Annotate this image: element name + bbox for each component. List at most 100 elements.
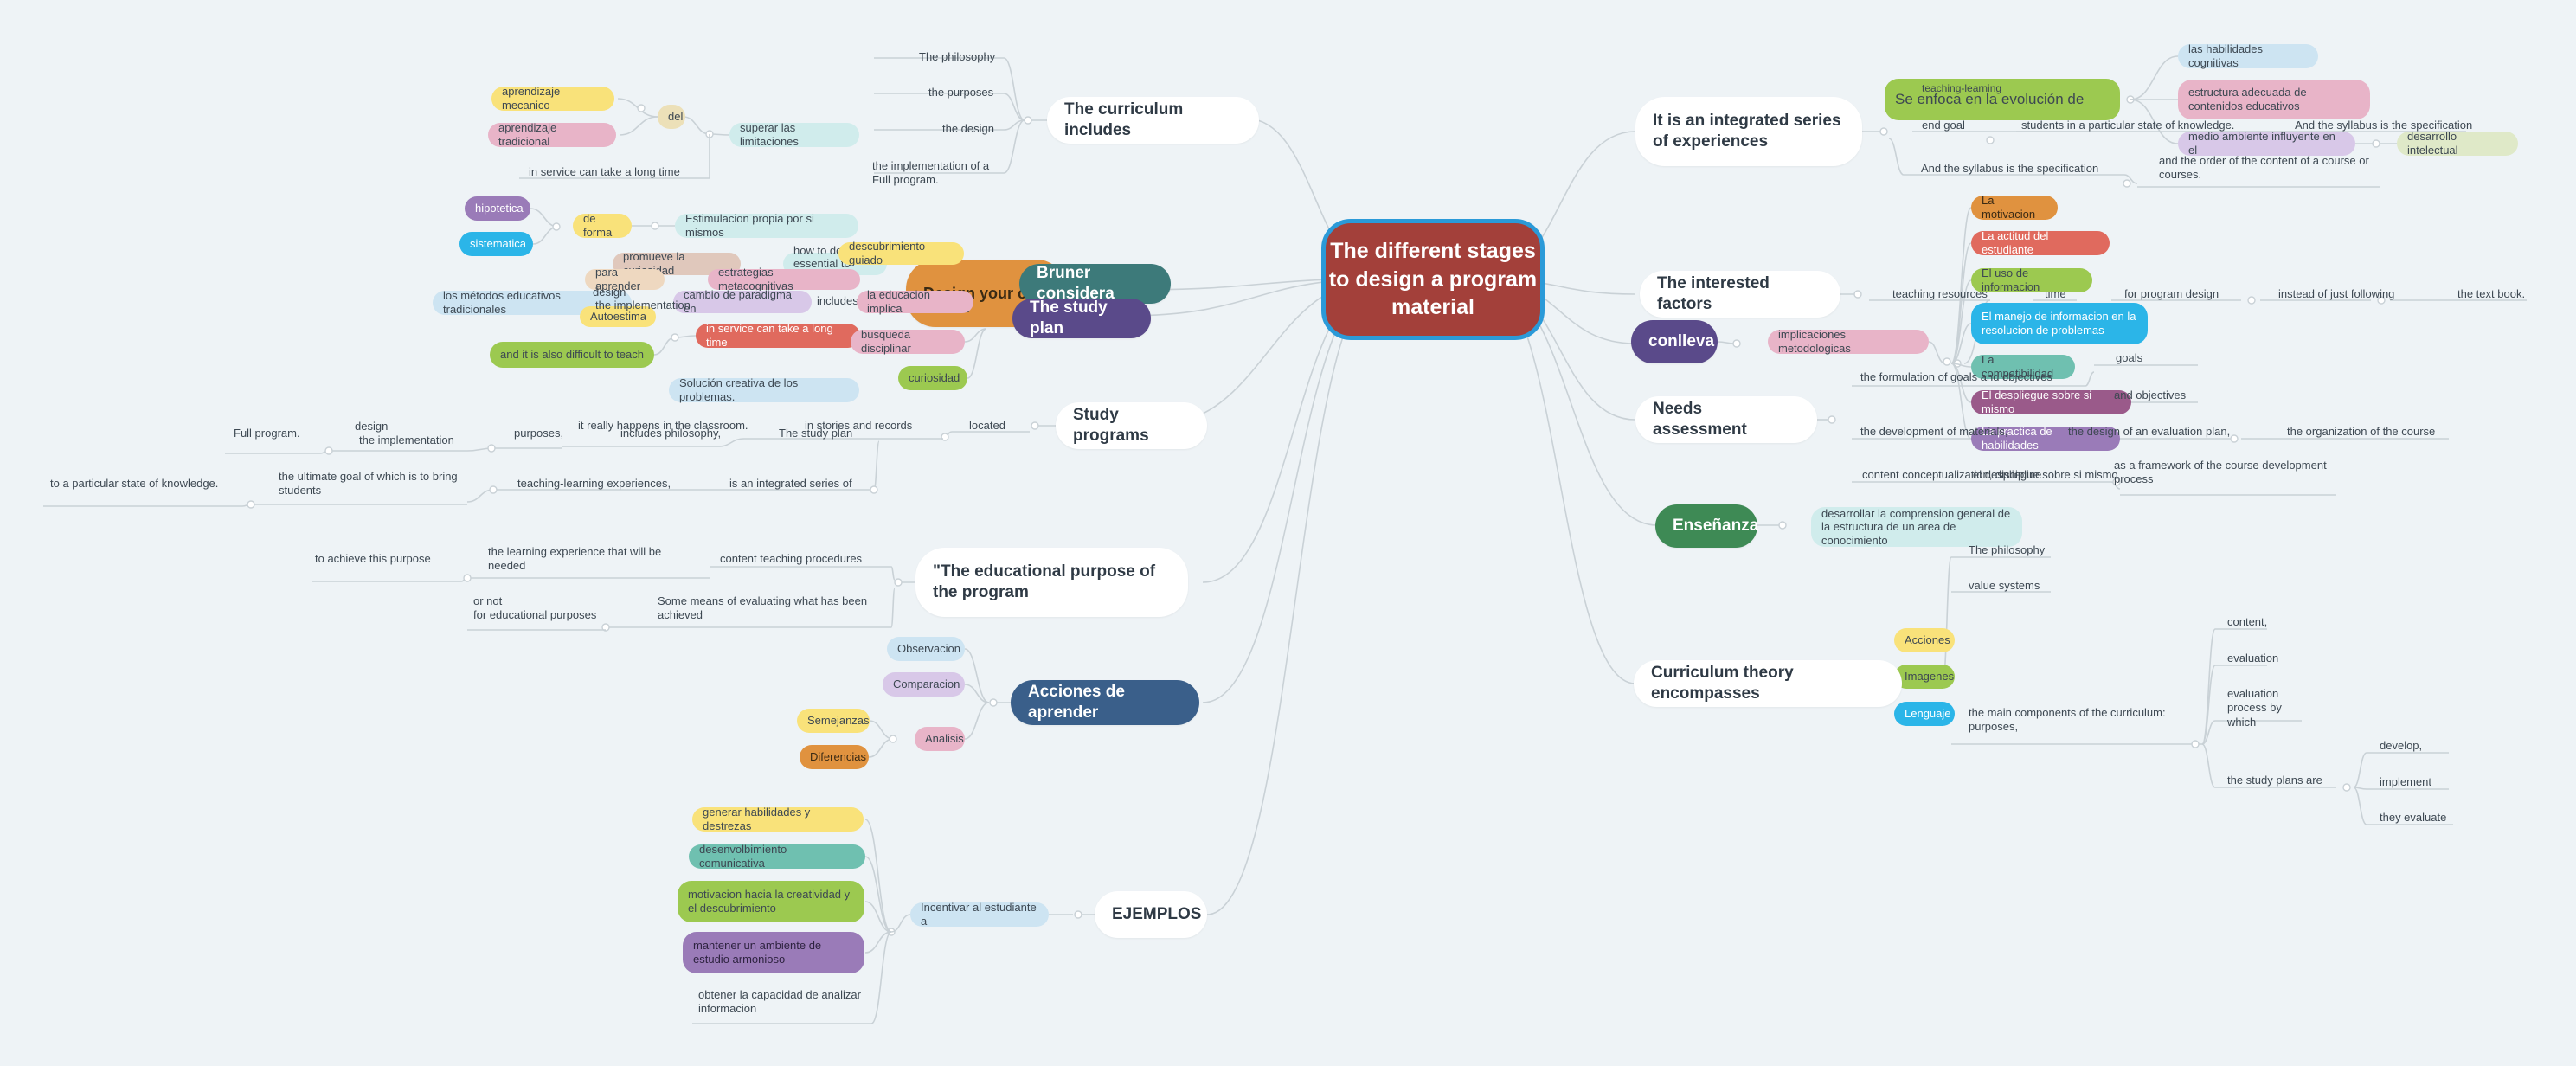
text-purposes[interactable]: purposes, [514,427,564,440]
text-ct-philosophy[interactable]: The philosophy [1969,543,2046,556]
pill-implicaciones[interactable]: implicaciones metodologicas [1768,328,1929,355]
pill-habilidades[interactable]: las habilidades cognitivas [2178,42,2318,69]
text-value-systems[interactable]: value systems [1969,579,2040,592]
curriculum-item-design[interactable]: the design [942,122,994,135]
central-topic[interactable]: The different stages to design a program… [1321,219,1545,340]
pill-estrategias[interactable]: estrategias metacognitivas [708,266,860,292]
text-framework[interactable]: as a framework of the course development… [2114,459,2327,486]
pill-estructura[interactable]: estructura adecuada de contenidos educat… [2178,80,2370,119]
text-content-teaching[interactable]: content teaching procedures [720,552,863,565]
pill-analisis[interactable]: Analisis [915,727,965,751]
text-ultimate-goal[interactable]: the ultimate goal of which is to bring s… [279,470,458,498]
pill-descubrimiento[interactable]: descubrimiento guiado [838,240,964,266]
text-some-means[interactable]: Some means of evaluating what has been a… [658,594,868,622]
pill-aprendizaje-tradicional[interactable]: aprendizaje tradicional [488,121,616,148]
text-teaching-learning[interactable]: teaching-learning experiences, [517,477,671,490]
text-learning-experience[interactable]: the learning experience that will be nee… [488,545,662,573]
pill-autoestima[interactable]: Autoestima [580,306,656,327]
pill-de-forma[interactable]: de forma [573,212,632,239]
pill-manejo[interactable]: El manejo de informacion en la resolucio… [1971,303,2148,344]
pill-hipotetica[interactable]: hipotetica [465,196,530,221]
text-in-service-1[interactable]: in service can take a long time [529,165,680,178]
pill-uso[interactable]: El uso de informacion [1971,266,2092,293]
pill-curiosidad[interactable]: curiosidad [898,366,967,390]
pill-semejanzas[interactable]: Semejanzas [797,709,870,733]
pill-cambio[interactable]: cambio de paradigma en [673,288,812,315]
text-develop[interactable]: develop, [2380,739,2423,752]
topic-acciones-aprender[interactable]: Acciones de aprender [1011,680,1199,725]
pill-motivacion[interactable]: La motivacion [1971,194,2058,221]
pill-and-difficult[interactable]: and it is also difficult to teach [490,342,654,368]
topic-curriculum-includes[interactable]: The curriculum includes [1047,97,1259,144]
text-includes-philosophy[interactable]: includes philosophy, [620,427,722,440]
curriculum-item-implementation[interactable]: the implementation of a Full program. [872,159,990,187]
pill-sistematica[interactable]: sistematica [459,232,533,256]
pill-acciones[interactable]: Acciones [1894,628,1955,652]
text-design[interactable]: design [355,420,389,433]
text-teaching-resources[interactable]: teaching resources [1892,287,1988,300]
text-study-plans[interactable]: the study plans are [2227,774,2322,787]
text-and-objectives[interactable]: and objectives [2114,389,2187,401]
pill-superar[interactable]: superar las limitaciones [729,121,859,148]
text-or-not[interactable]: or not for educational purposes [473,594,597,622]
text-integrated[interactable]: is an integrated series of [729,477,852,490]
text-goals[interactable]: goals [2116,351,2143,364]
pill-busqueda[interactable]: busqueda disciplinar [851,328,965,355]
topic-educational-purpose[interactable]: "The educational purpose of the program [915,548,1188,617]
pill-actitud[interactable]: La actitud del estudiante [1971,229,2110,256]
pill-diferencias[interactable]: Diferencias [800,745,869,769]
text-evaluation[interactable]: evaluation [2227,652,2279,665]
topic-ejemplos[interactable]: EJEMPLOS [1095,891,1207,938]
text-for-program-design[interactable]: for program design [2124,287,2219,300]
pill-desarrollo[interactable]: desarrollo intelectual [2397,130,2518,157]
text-syllabus-1[interactable]: And the syllabus is the specification [2295,119,2473,132]
text-syllabus-2[interactable]: And the syllabus is the specification [1921,162,2099,175]
pill-incentivar[interactable]: Incentivar al estudiante a [910,901,1049,928]
pill-se-enfoca[interactable]: Se enfoca en la evolución de [1885,79,2120,120]
text-in-stories[interactable]: in stories and records [805,419,913,432]
pill-estimulacion[interactable]: Estimulacion propia por si mismos [675,212,858,239]
topic-ensenanza[interactable]: Enseñanza [1655,504,1758,548]
text-the-study-plan[interactable]: The study plan [779,427,853,440]
text-implement[interactable]: implement [2380,775,2431,788]
ejemplo-item-4[interactable]: mantener un ambiente de estudio armonios… [683,932,864,973]
text-they-evaluate[interactable]: they evaluate [2380,811,2447,824]
pill-lenguaje[interactable]: Lenguaje [1894,702,1955,726]
text-design-evaluation[interactable]: the design of an evaluation plan, [2068,425,2231,438]
ejemplo-item-3[interactable]: motivacion hacia la creatividad y el des… [678,881,864,922]
pill-comparacion[interactable]: Comparacion [883,672,965,697]
topic-integrated-series[interactable]: It is an integrated series of experience… [1635,97,1862,166]
pill-medio-ambiente[interactable]: medio ambiente influyente en el [2178,130,2355,157]
pill-desarrollar[interactable]: desarrollar la comprension general de la… [1811,507,2022,547]
pill-practica[interactable]: La practica de habilidades [1971,425,2120,452]
text-main-components[interactable]: the main components of the curriculum: p… [1969,706,2166,734]
pill-imagenes[interactable]: Imagenes [1894,665,1955,689]
ejemplo-item-1[interactable]: generar habilidades y destrezas [692,806,864,832]
text-content-conceptualization[interactable]: content conceptualization, discipline [1862,468,2042,481]
pill-despliegue[interactable]: El despliegue sobre si mismo [1971,389,2131,415]
pill-observacion[interactable]: Observacion [887,637,965,661]
text-the-implementation[interactable]: the implementation [359,433,454,446]
topic-bruner-considera[interactable]: Bruner considera [1019,264,1171,304]
text-evaluation-process[interactable]: evaluation process by which [2227,687,2282,729]
pill-del[interactable]: del [658,105,685,129]
text-text-book[interactable]: the text book. [2457,287,2526,300]
topic-study-programs[interactable]: Study programs [1056,402,1207,449]
curriculum-item-philosophy[interactable]: The philosophy [919,50,996,63]
text-full-program[interactable]: Full program. [234,427,300,440]
text-formulation[interactable]: the formulation of goals and objectives [1860,370,2052,383]
text-organization[interactable]: the organization of the course [2287,425,2436,438]
topic-needs-assessment[interactable]: Needs assessment [1635,396,1817,443]
text-students-particular[interactable]: students in a particular state of knowle… [2021,119,2235,132]
text-design-a[interactable]: design [593,286,626,299]
text-particular-state[interactable]: to a particular state of knowledge. [50,477,219,490]
topic-interested-factors[interactable]: The interested factors [1640,271,1840,318]
pill-compatibilidad[interactable]: La compatibilidad [1971,353,2075,380]
pill-solucion[interactable]: Solución creativa de los problemas. [669,376,859,403]
topic-curriculum-theory[interactable]: Curriculum theory encompasses [1634,660,1902,707]
topic-study-plan[interactable]: The study plan [1012,299,1151,338]
text-located[interactable]: located [969,419,1005,432]
text-end-goal[interactable]: end goal [1922,119,1965,132]
curriculum-item-purposes[interactable]: the purposes [928,86,994,99]
